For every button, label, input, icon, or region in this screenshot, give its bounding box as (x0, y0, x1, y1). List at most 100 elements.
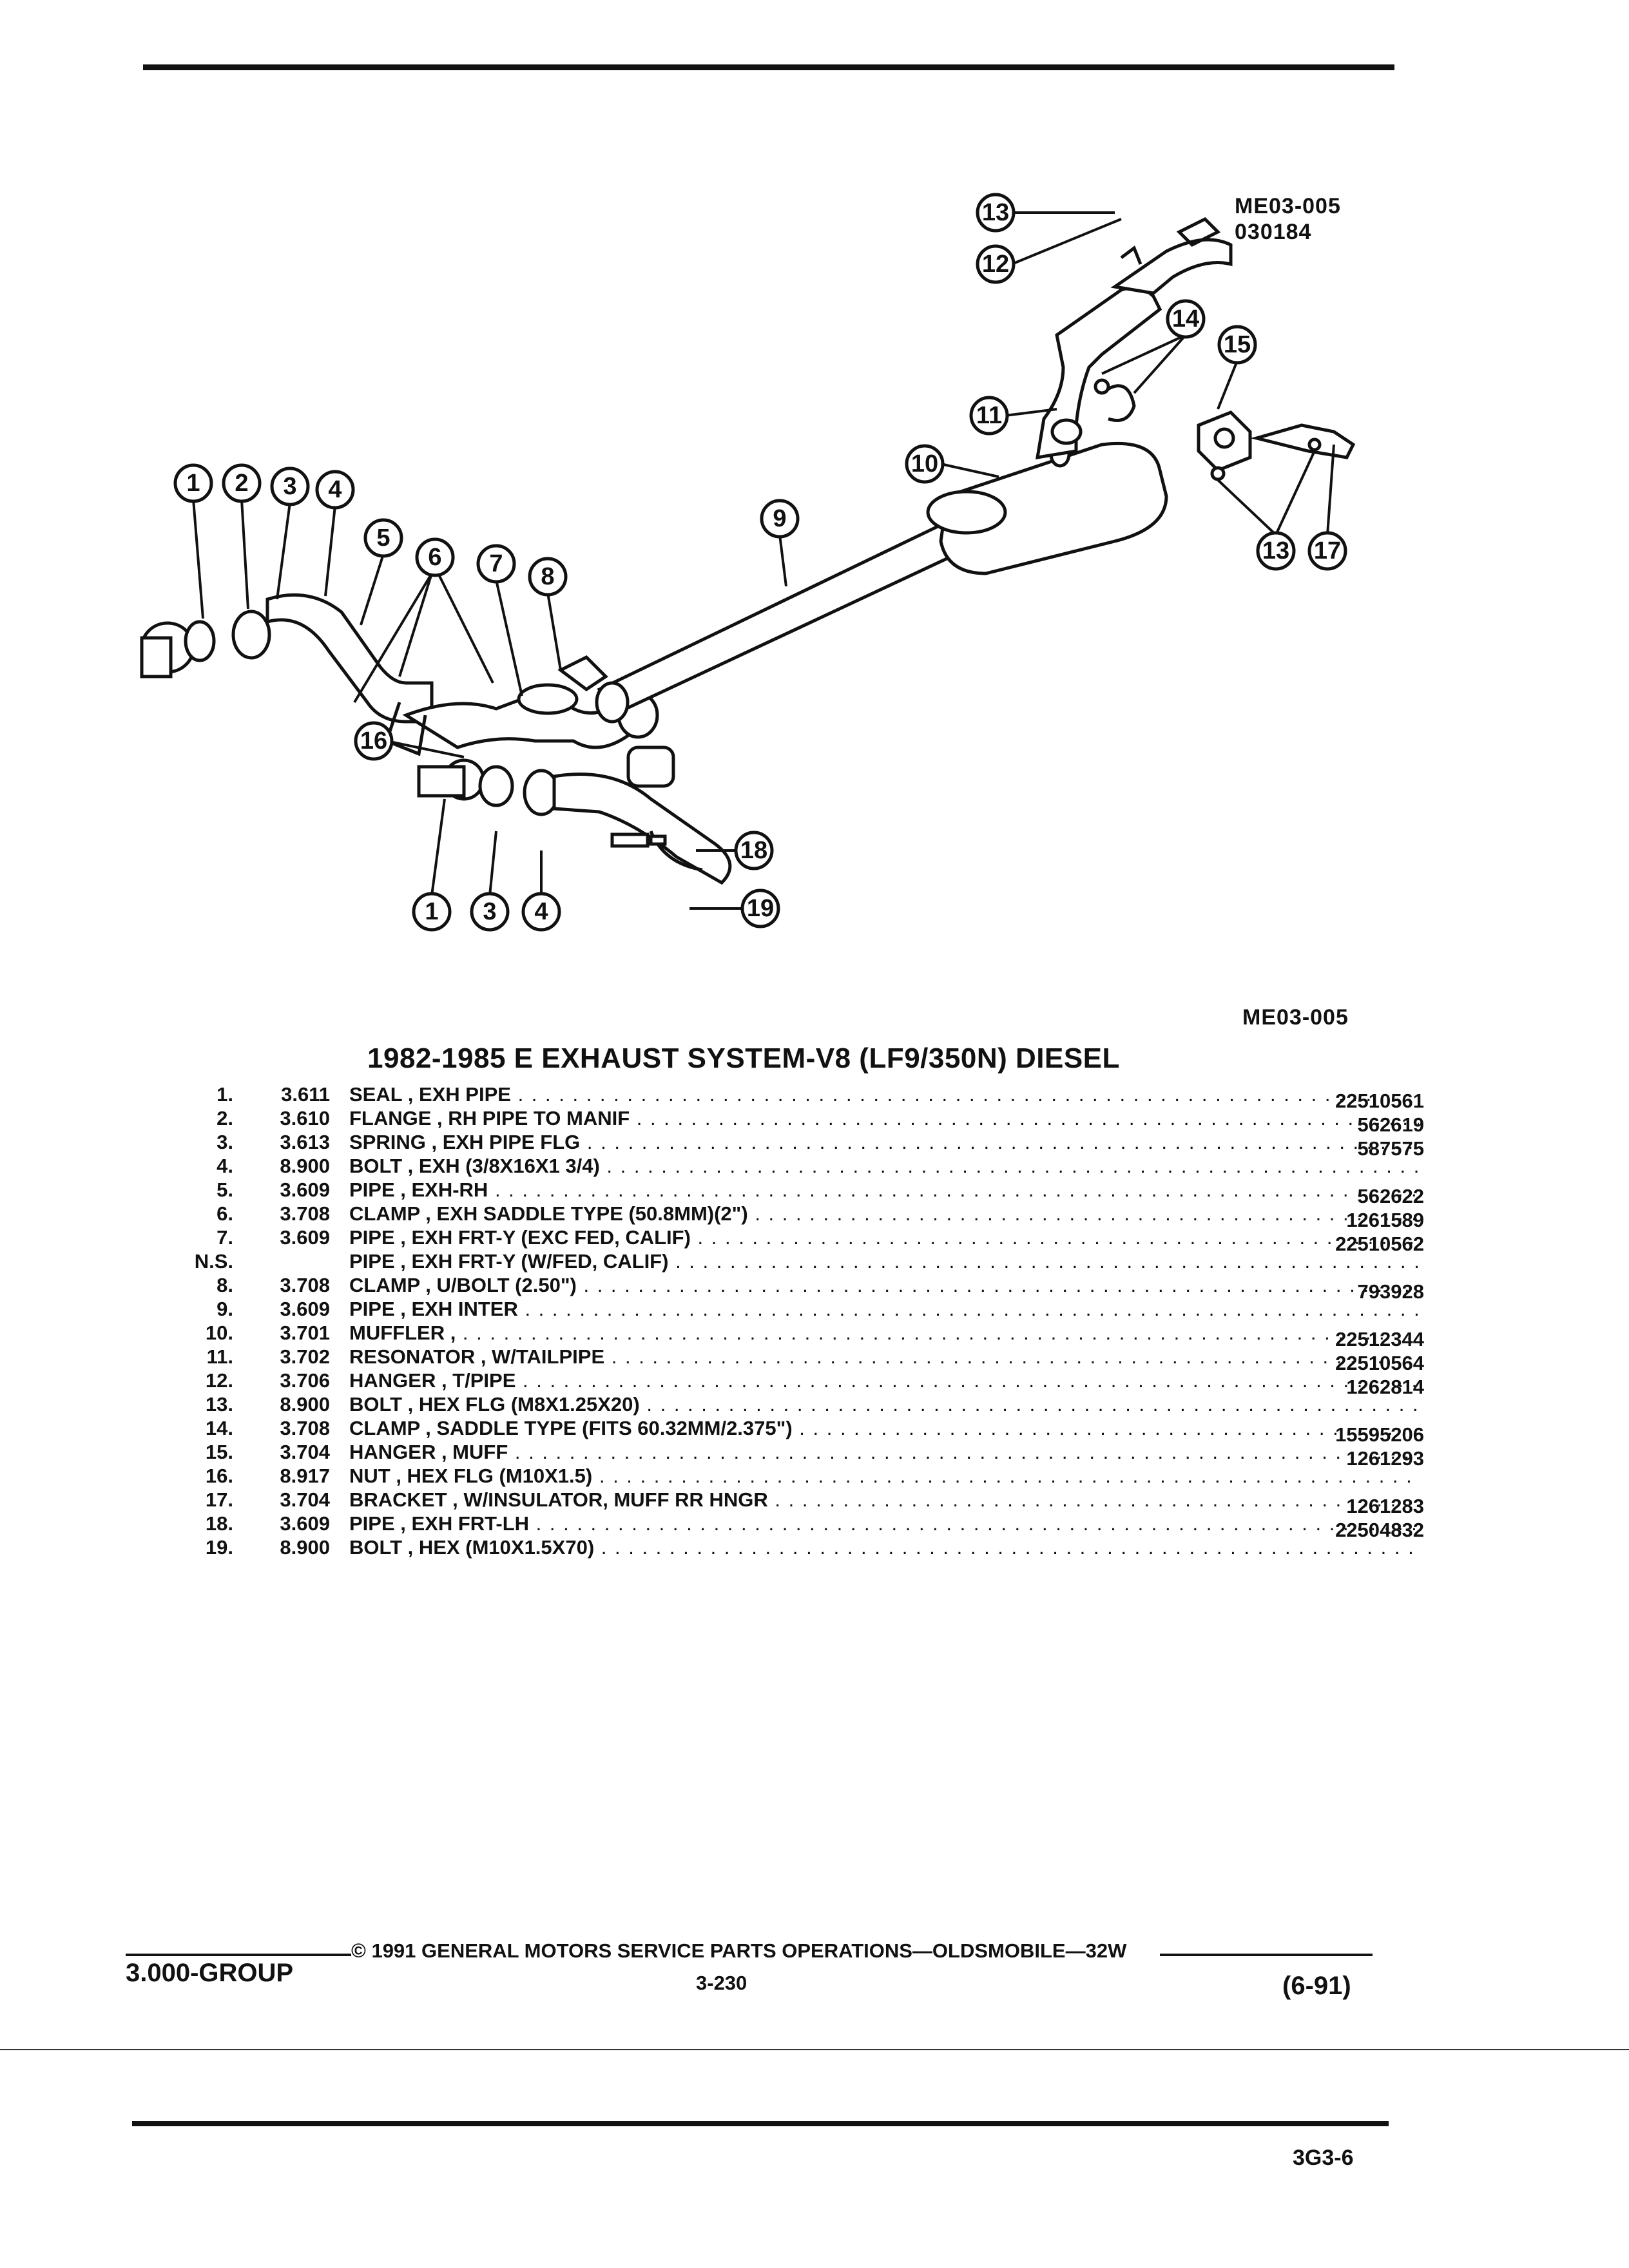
part-number-index: 14. (205, 1417, 233, 1439)
part-group-code: 3.708 (280, 1274, 330, 1296)
part-number-index: 12. (205, 1369, 233, 1392)
resonator-tailpipe (1035, 216, 1233, 460)
callout-10: 10 (905, 444, 945, 484)
part-group-code: 3.701 (280, 1321, 330, 1344)
svg-text:11: 11 (976, 402, 1002, 429)
part-description: PIPE , EXH-RH (349, 1178, 1419, 1202)
footer-rule-left (126, 1954, 351, 1956)
footer-copyright: © 1991 GENERAL MOTORS SERVICE PARTS OPER… (351, 1939, 1127, 1962)
part-description: CLAMP , SADDLE TYPE (FITS 60.32MM/2.375"… (349, 1416, 1419, 1440)
svg-text:17: 17 (1314, 537, 1341, 564)
svg-text:3: 3 (283, 473, 296, 500)
part-number-index: 5. (217, 1178, 233, 1201)
callout-18: 18 (734, 831, 774, 870)
callout-16: 16 (354, 721, 394, 761)
svg-text:5: 5 (376, 524, 390, 552)
part-number-index: 19. (205, 1536, 233, 1559)
exhaust-diagram-svg: 1 2 3 4 5 6 7 8 9 10 11 12 13 14 15 13 1… (140, 193, 1356, 932)
part-number-index: 3. (217, 1131, 233, 1153)
svg-text:16: 16 (360, 727, 387, 754)
callout-12: 12 (976, 244, 1016, 284)
svg-text:9: 9 (773, 505, 786, 532)
part-description: SEAL , EXH PIPE (349, 1082, 1419, 1106)
callout-13-bottom: 13 (1256, 531, 1296, 571)
part-description: BRACKET , W/INSULATOR, MUFF RR HNGR (349, 1488, 1419, 1512)
part-number-index: N.S. (194, 1250, 233, 1273)
part-number-index: 11. (206, 1345, 233, 1368)
parts-list-row: 17. 3.704 BRACKET , W/INSULATOR, MUFF RR H… (187, 1488, 1424, 1517)
callout-2: 2 (222, 463, 262, 503)
rh-flange-assembly (140, 593, 434, 724)
part-description: HANGER , T/PIPE (349, 1369, 1419, 1392)
page-title: 1982-1985 E EXHAUST SYSTEM-V8 (LF9/350N)… (367, 1043, 1120, 1074)
footer-group: 3.000-GROUP (126, 1959, 294, 1987)
part-number-index: 16. (205, 1465, 233, 1487)
part-number-index: 17. (205, 1488, 233, 1511)
muffler (926, 441, 1168, 575)
front-y-pipe (384, 683, 659, 756)
svg-text:14: 14 (1172, 305, 1199, 332)
svg-text:4: 4 (534, 898, 548, 925)
callout-15: 15 (1217, 325, 1257, 365)
callout-13-top: 13 (976, 193, 1016, 233)
part-group-code: 3.609 (280, 1226, 330, 1249)
part-group-code: 3.708 (280, 1202, 330, 1225)
part-group-code: 3.611 (281, 1083, 330, 1106)
footer-rule-right (1160, 1954, 1373, 1956)
callout-11: 11 (969, 396, 1009, 436)
part-number-index: 8. (217, 1274, 233, 1296)
part-description: MUFFLER , (349, 1321, 1419, 1345)
svg-text:2: 2 (235, 470, 248, 497)
callout-17: 17 (1307, 531, 1347, 571)
leader-lines (192, 211, 1335, 910)
svg-text:18: 18 (740, 837, 767, 864)
svg-text:13: 13 (1262, 537, 1289, 564)
part-group-code: 3.704 (280, 1488, 330, 1511)
callout-14: 14 (1166, 299, 1206, 339)
callout-5: 5 (363, 518, 403, 558)
page-divider (0, 2049, 1629, 2050)
part-description: HANGER , MUFF (349, 1440, 1419, 1464)
part-group-code: 8.917 (280, 1465, 330, 1487)
clamp-saddle (1094, 378, 1136, 422)
part-number-index: 15. (205, 1441, 233, 1463)
callout-1: 1 (173, 463, 213, 503)
callout-4: 4 (315, 470, 355, 510)
svg-text:19: 19 (747, 895, 774, 922)
part-group-code: 3.613 (280, 1131, 330, 1153)
figure-date-code: 030184 (1235, 220, 1312, 244)
parts-list-row: N.S.PIPE , EXH FRT-Y (W/FED, CALIF) (187, 1249, 1411, 1273)
part-group-code: 3.702 (280, 1345, 330, 1368)
part-group-code: 3.704 (280, 1441, 330, 1463)
part-group-code: 3.706 (280, 1369, 330, 1392)
lh-pipe-assembly (417, 745, 732, 885)
part-number-index: 1. (217, 1083, 233, 1106)
callout-19: 19 (740, 889, 780, 928)
svg-text:1: 1 (425, 898, 438, 925)
hanger-muff (1197, 410, 1356, 481)
figure-id-bottom: ME03-005 (1242, 1005, 1349, 1030)
part-group-code: 3.609 (280, 1298, 330, 1320)
svg-text:3: 3 (483, 898, 496, 925)
footer-page-number: 3-230 (696, 1972, 747, 1994)
svg-text:8: 8 (541, 563, 554, 590)
svg-text:10: 10 (911, 450, 938, 477)
footer-date: (6-91) (1282, 1972, 1351, 2000)
part-number-index: 6. (217, 1202, 233, 1225)
svg-text:4: 4 (328, 476, 342, 503)
part-number-index: 2. (217, 1107, 233, 1129)
svg-text:12: 12 (982, 251, 1009, 278)
